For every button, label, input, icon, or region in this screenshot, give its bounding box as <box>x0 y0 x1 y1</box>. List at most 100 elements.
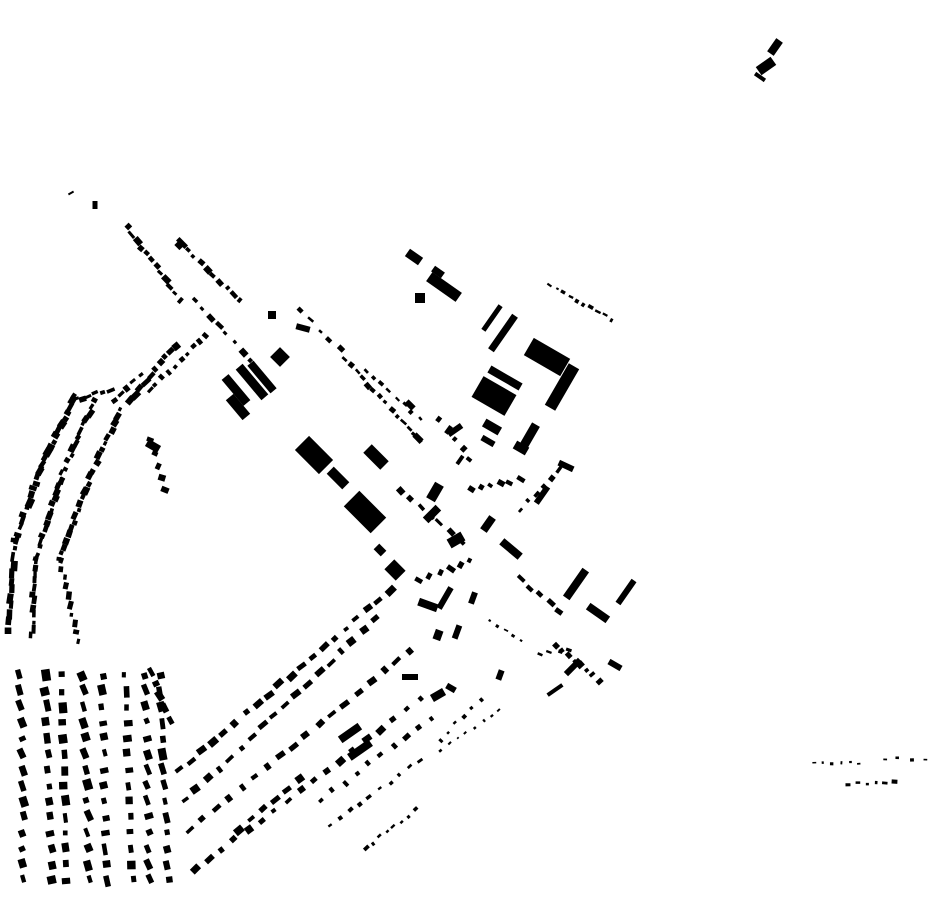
building <box>281 785 292 795</box>
building <box>318 329 323 334</box>
building <box>61 749 68 760</box>
building <box>565 647 573 653</box>
building <box>270 807 277 814</box>
building <box>456 736 460 740</box>
building <box>47 843 57 854</box>
building <box>288 741 300 752</box>
building <box>43 732 51 744</box>
building <box>65 591 73 600</box>
building <box>33 472 41 481</box>
building <box>488 313 518 353</box>
building <box>829 762 834 766</box>
building <box>122 384 131 393</box>
building <box>594 309 602 315</box>
building <box>520 422 540 448</box>
building <box>108 426 117 436</box>
building <box>195 337 204 346</box>
building <box>238 744 246 752</box>
building <box>165 282 174 291</box>
building <box>426 481 444 503</box>
building <box>451 624 463 640</box>
building <box>128 812 134 820</box>
building <box>72 629 80 635</box>
building <box>162 797 168 806</box>
building <box>481 304 503 332</box>
building <box>28 631 33 639</box>
building <box>236 297 243 304</box>
building <box>562 567 590 601</box>
building <box>299 730 311 740</box>
building <box>463 731 467 735</box>
building <box>572 658 578 664</box>
building <box>767 38 783 56</box>
building <box>185 825 195 835</box>
building <box>587 304 595 310</box>
building <box>445 564 457 574</box>
building <box>166 715 175 726</box>
building <box>62 812 69 823</box>
building <box>384 559 406 581</box>
building <box>274 750 286 761</box>
building <box>370 375 377 381</box>
building <box>272 677 285 690</box>
building <box>32 620 36 625</box>
building <box>466 557 473 564</box>
building <box>156 269 164 276</box>
building <box>568 294 574 299</box>
building <box>164 829 171 836</box>
building <box>106 387 116 394</box>
building <box>235 363 269 401</box>
building <box>46 811 54 821</box>
building <box>62 574 68 580</box>
building <box>263 762 272 771</box>
building <box>85 470 94 481</box>
building <box>57 476 65 486</box>
building <box>76 426 84 436</box>
building <box>85 480 93 488</box>
building <box>102 440 108 446</box>
building <box>296 306 304 314</box>
building <box>90 396 98 404</box>
building <box>206 313 216 323</box>
building <box>59 689 65 696</box>
building <box>113 411 122 422</box>
building <box>154 462 162 471</box>
building <box>142 779 151 790</box>
building <box>197 814 206 824</box>
building <box>336 344 346 353</box>
building <box>270 347 290 367</box>
building <box>37 543 43 549</box>
building <box>10 537 18 543</box>
building <box>80 731 91 743</box>
building <box>560 289 566 295</box>
building <box>84 393 92 400</box>
building <box>58 718 67 726</box>
building <box>102 814 111 822</box>
building <box>328 786 335 794</box>
building <box>327 823 333 828</box>
building <box>83 827 91 838</box>
building <box>533 485 551 505</box>
building <box>189 863 202 875</box>
building <box>468 591 478 605</box>
building <box>354 687 364 698</box>
building <box>24 504 30 511</box>
building <box>399 819 404 825</box>
building <box>18 764 28 777</box>
building <box>403 705 411 713</box>
building <box>122 748 131 757</box>
building <box>145 873 155 885</box>
building <box>151 382 158 388</box>
building <box>70 510 79 521</box>
building <box>82 778 94 791</box>
building <box>143 858 154 871</box>
building <box>225 393 251 421</box>
building <box>426 272 462 302</box>
building <box>422 504 442 524</box>
building <box>377 380 385 387</box>
building <box>127 860 136 870</box>
building <box>158 762 167 776</box>
building <box>101 748 108 757</box>
building <box>222 330 228 336</box>
building <box>31 595 38 605</box>
